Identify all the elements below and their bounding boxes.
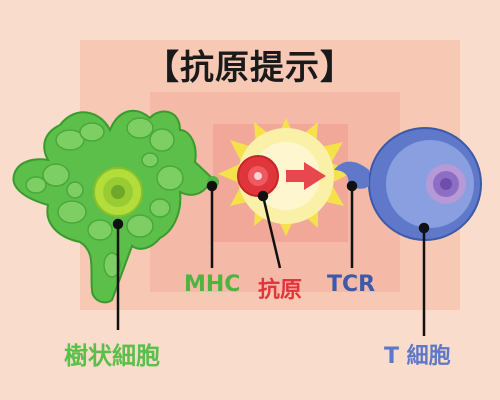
pointer-lines — [112, 180, 430, 336]
arrow-icon — [286, 162, 326, 190]
dendritic-cell — [12, 109, 219, 304]
label-tcr: TCR — [327, 272, 376, 297]
t-cell — [334, 127, 482, 241]
label-dendritic-cell: 樹状細胞 — [64, 342, 160, 370]
label-t-cell: T 細胞 — [384, 344, 451, 369]
label-antigen: 抗原 — [258, 278, 303, 303]
antigen — [237, 155, 279, 197]
page-title: 【抗原提示】 — [145, 48, 355, 88]
label-mhc: MHC — [184, 272, 241, 297]
